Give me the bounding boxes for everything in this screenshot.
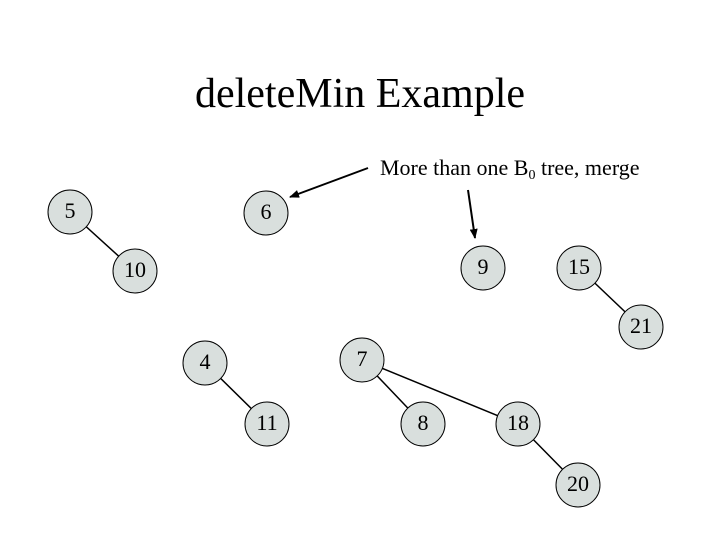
node-21: 21 — [618, 304, 664, 350]
node-9: 9 — [460, 245, 506, 291]
node-label: 6 — [261, 199, 272, 224]
node-10: 10 — [112, 248, 158, 294]
node-label: 5 — [65, 198, 76, 223]
node-circle — [47, 189, 93, 235]
annotation-prefix: More than one B — [380, 155, 529, 180]
node-5: 5 — [47, 189, 93, 235]
node-label: 11 — [256, 410, 277, 435]
node-circle — [556, 245, 602, 291]
arrows-layer — [289, 167, 478, 239]
annotation-arrow-to-6 — [289, 167, 369, 198]
slide-title: deleteMin Example — [194, 71, 526, 117]
node-20: 20 — [555, 462, 601, 508]
annotation-subscript: 0 — [528, 168, 536, 183]
node-label: 18 — [507, 410, 529, 435]
node-label: 10 — [124, 257, 146, 282]
nodes-layer: 5 6 9 15 10 21 4 7 11 8 18 20 — [47, 189, 664, 508]
node-circle — [182, 340, 228, 386]
node-circle — [244, 401, 290, 447]
merge-annotation: More than one B0 tree, merge — [380, 155, 640, 183]
node-circle — [495, 401, 541, 447]
node-7: 7 — [339, 337, 385, 383]
node-label: 7 — [357, 346, 368, 371]
node-label: 20 — [567, 471, 589, 496]
node-circle — [555, 462, 601, 508]
node-4: 4 — [182, 340, 228, 386]
node-15: 15 — [556, 245, 602, 291]
node-circle — [243, 190, 289, 236]
node-circle — [339, 337, 385, 383]
node-circle — [460, 245, 506, 291]
node-label: 4 — [200, 349, 211, 374]
node-label: 15 — [568, 254, 590, 279]
node-label: 21 — [630, 313, 652, 338]
node-circle — [112, 248, 158, 294]
node-8: 8 — [400, 401, 446, 447]
node-circle — [400, 401, 446, 447]
node-label: 8 — [418, 410, 429, 435]
annotation-suffix: tree, merge — [535, 155, 640, 180]
node-6: 6 — [243, 190, 289, 236]
node-circle — [618, 304, 664, 350]
node-18: 18 — [495, 401, 541, 447]
node-label: 9 — [478, 254, 489, 279]
node-11: 11 — [244, 401, 290, 447]
edge-7-18 — [361, 359, 519, 425]
annotation-arrow-to-9 — [467, 189, 478, 239]
